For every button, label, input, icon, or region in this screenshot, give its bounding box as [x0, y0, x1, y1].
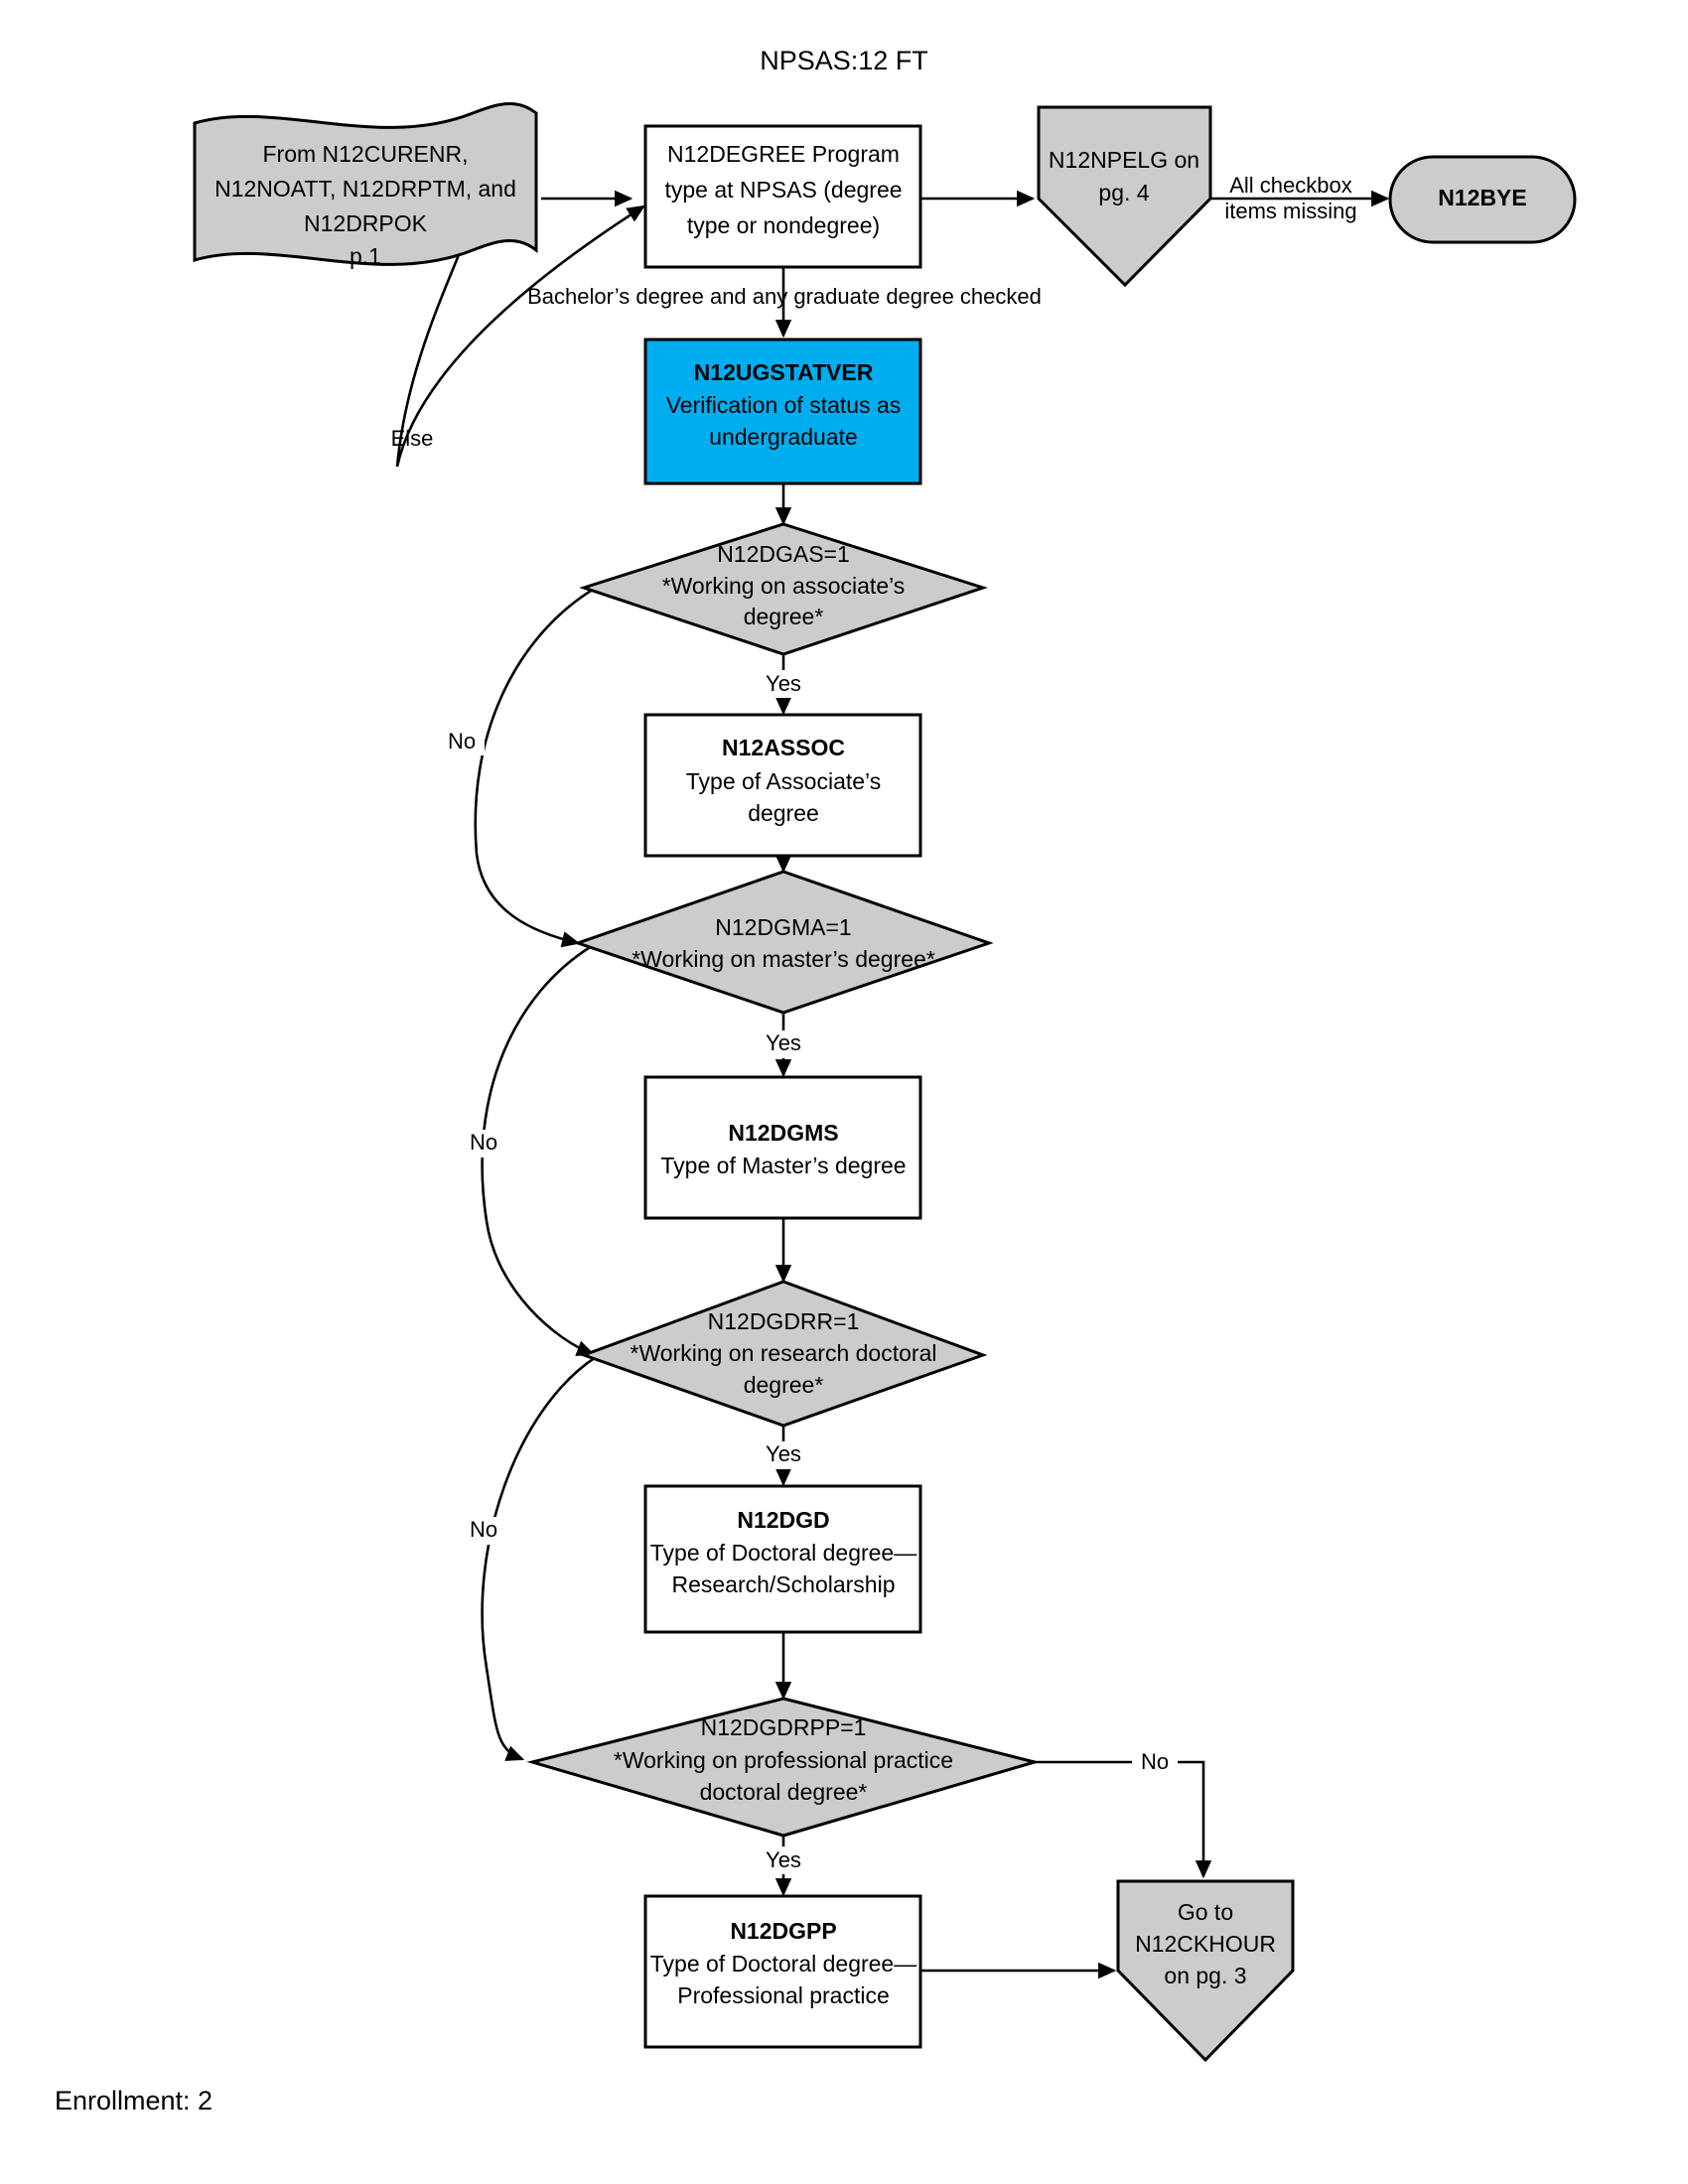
n12dgpp-line2: Type of Doctoral degree—	[650, 1951, 916, 1977]
node-goto-ckhour[interactable]: Go to N12CKHOUR on pg. 3	[1116, 1879, 1295, 2063]
edge-label-dgdrpp-no: No	[1141, 1749, 1169, 1774]
edge-label-dgdrr-yes: Yes	[766, 1441, 801, 1466]
node-n12degree[interactable]: N12DEGREE Program type at NPSAS (degree …	[643, 124, 922, 269]
n12degree-name: N12DEGREE	[667, 141, 805, 167]
n12dgpp-name: N12DGPP	[730, 1918, 836, 1944]
n12bye-name: N12BYE	[1438, 185, 1526, 210]
edge-dgdrr-no-to-dgdrpp	[481, 1355, 597, 1761]
edge-label-dgdrr-no: No	[470, 1517, 497, 1542]
n12degree-line3: type or nondegree)	[687, 212, 880, 238]
page-title: NPSAS:12 FT	[760, 46, 928, 75]
edge-dgdrpp-no-to-ckhour	[1035, 1760, 1212, 1879]
n12npelg-line2: pg. 4	[1098, 180, 1149, 205]
svg-text:N12DEGREE Program: N12DEGREE Program	[667, 141, 900, 167]
n12dgdrr-line2: *Working on research doctoral	[631, 1340, 937, 1366]
all-checkbox-line2: items missing	[1224, 199, 1356, 223]
n12degree-line2: type at NPSAS (degree	[664, 177, 902, 203]
from-reference-line2: N12NOATT, N12DRPTM, and	[214, 176, 516, 202]
n12ugstatver-line2: Verification of status as	[666, 392, 902, 418]
n12dgms-line2: Type of Master’s degree	[660, 1153, 906, 1178]
from-reference-line4: p.1	[350, 243, 381, 269]
n12dgdrr-line1: N12DGDRR=1	[708, 1308, 860, 1334]
n12dgdrr-line3: degree*	[744, 1372, 824, 1398]
node-n12dgpp[interactable]: N12DGPP Type of Doctoral degree— Profess…	[643, 1894, 922, 2049]
from-reference-line1: From N12CURENR,	[262, 141, 468, 167]
footer-label: Enrollment: 2	[55, 2086, 212, 2116]
n12assoc-name: N12ASSOC	[722, 735, 845, 760]
n12ugstatver-line3: undergraduate	[709, 424, 858, 450]
all-checkbox-line1: All checkbox	[1229, 173, 1352, 198]
n12npelg-line1: N12NPELG on	[1049, 147, 1199, 173]
n12assoc-line2: Type of Associate’s	[686, 768, 881, 794]
edge-label-bachelors: Bachelor’s degree and any graduate degre…	[527, 284, 1042, 309]
n12degree-line1-rest: Program	[805, 141, 900, 167]
n12dgdrpp-line1: N12DGDRPP=1	[701, 1714, 867, 1740]
n12ugstatver-name: N12UGSTATVER	[694, 359, 874, 385]
goto-ckhour-line3: on pg. 3	[1164, 1963, 1246, 1988]
goto-ckhour-line2: N12CKHOUR	[1135, 1931, 1276, 1957]
edge-dgma-no-to-dgdrr	[481, 944, 596, 1357]
n12dgdrpp-line3: doctoral degree*	[700, 1779, 868, 1805]
n12dgms-name: N12DGMS	[728, 1120, 838, 1146]
edge-label-else: Else	[391, 426, 434, 451]
node-n12dgms[interactable]: N12DGMS Type of Master’s degree	[643, 1075, 922, 1220]
n12dgma-line1: N12DGMA=1	[715, 914, 851, 940]
node-n12dgdrpp[interactable]: N12DGDRPP=1 *Working on professional pra…	[526, 1697, 1041, 1838]
n12dgd-line3: Research/Scholarship	[671, 1571, 895, 1597]
n12dgas-line2: *Working on associate’s	[662, 573, 906, 599]
node-n12dgdrr[interactable]: N12DGDRR=1 *Working on research doctoral…	[579, 1280, 988, 1428]
node-n12npelg[interactable]: N12NPELG on pg. 4	[1037, 105, 1212, 288]
n12dgd-line2: Type of Doctoral degree—	[650, 1540, 916, 1566]
node-n12dgma[interactable]: N12DGMA=1 *Working on master’s degree*	[573, 870, 994, 1015]
node-n12dgd[interactable]: N12DGD Type of Doctoral degree— Research…	[643, 1484, 922, 1634]
node-from-reference[interactable]: From N12CURENR, N12NOATT, N12DRPTM, and …	[193, 101, 538, 269]
edge-label-dgas-no: No	[448, 729, 476, 753]
node-n12ugstatver[interactable]: N12UGSTATVER Verification of status as u…	[643, 338, 922, 485]
node-n12assoc[interactable]: N12ASSOC Type of Associate’s degree	[643, 713, 922, 858]
node-n12dgas[interactable]: N12DGAS=1 *Working on associate’s degree…	[579, 522, 988, 656]
edge-label-dgma-yes: Yes	[766, 1030, 801, 1055]
n12dgpp-line3: Professional practice	[677, 1982, 890, 2008]
n12dgd-name: N12DGD	[737, 1507, 829, 1533]
n12dgas-line3: degree*	[744, 604, 824, 629]
goto-ckhour-line1: Go to	[1178, 1899, 1233, 1925]
edge-label-dgas-yes: Yes	[766, 671, 801, 696]
n12dgas-line1: N12DGAS=1	[717, 541, 850, 567]
n12dgma-line2: *Working on master’s degree*	[632, 946, 935, 972]
edge-label-dgma-no: No	[470, 1130, 497, 1155]
edge-label-dgdrpp-yes: Yes	[766, 1847, 801, 1872]
edge-dgas-no-to-dgma	[474, 586, 597, 948]
n12assoc-line3: degree	[748, 800, 819, 826]
from-reference-line3: N12DRPOK	[304, 210, 428, 236]
n12dgdrpp-line2: *Working on professional practice	[614, 1747, 953, 1773]
edge-else-to-degree	[395, 205, 645, 468]
node-n12bye[interactable]: N12BYE	[1388, 155, 1577, 244]
edge-label-all-checkbox: All checkbox items missing	[1224, 173, 1356, 223]
